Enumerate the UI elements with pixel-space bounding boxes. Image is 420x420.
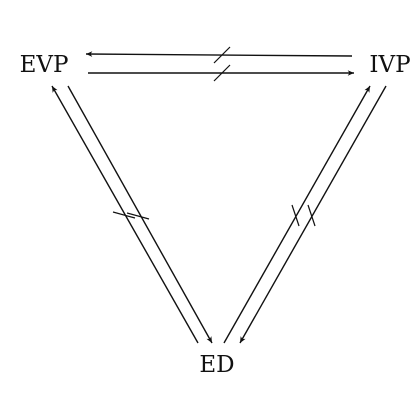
negation-slash <box>213 46 231 64</box>
edge-evp-to-ed <box>67 85 213 344</box>
edge-ivp-to-evp <box>85 46 353 64</box>
negation-slash <box>126 212 150 220</box>
edge-evp-to-ivp <box>88 64 354 82</box>
edges-layer <box>51 46 387 344</box>
node-evp: EVP <box>20 52 69 78</box>
node-ed: ED <box>199 352 234 378</box>
negation-slash <box>213 64 231 82</box>
negation-slash <box>307 204 316 227</box>
node-ivp: IVP <box>369 52 410 78</box>
edge-ivp-to-ed <box>239 85 387 344</box>
nodes-layer: EVP IVP ED <box>20 52 411 378</box>
negation-slash <box>291 204 300 227</box>
edge-ed-to-ivp <box>223 85 371 344</box>
negation-slash <box>112 211 136 219</box>
edge-ed-to-evp <box>51 85 199 344</box>
